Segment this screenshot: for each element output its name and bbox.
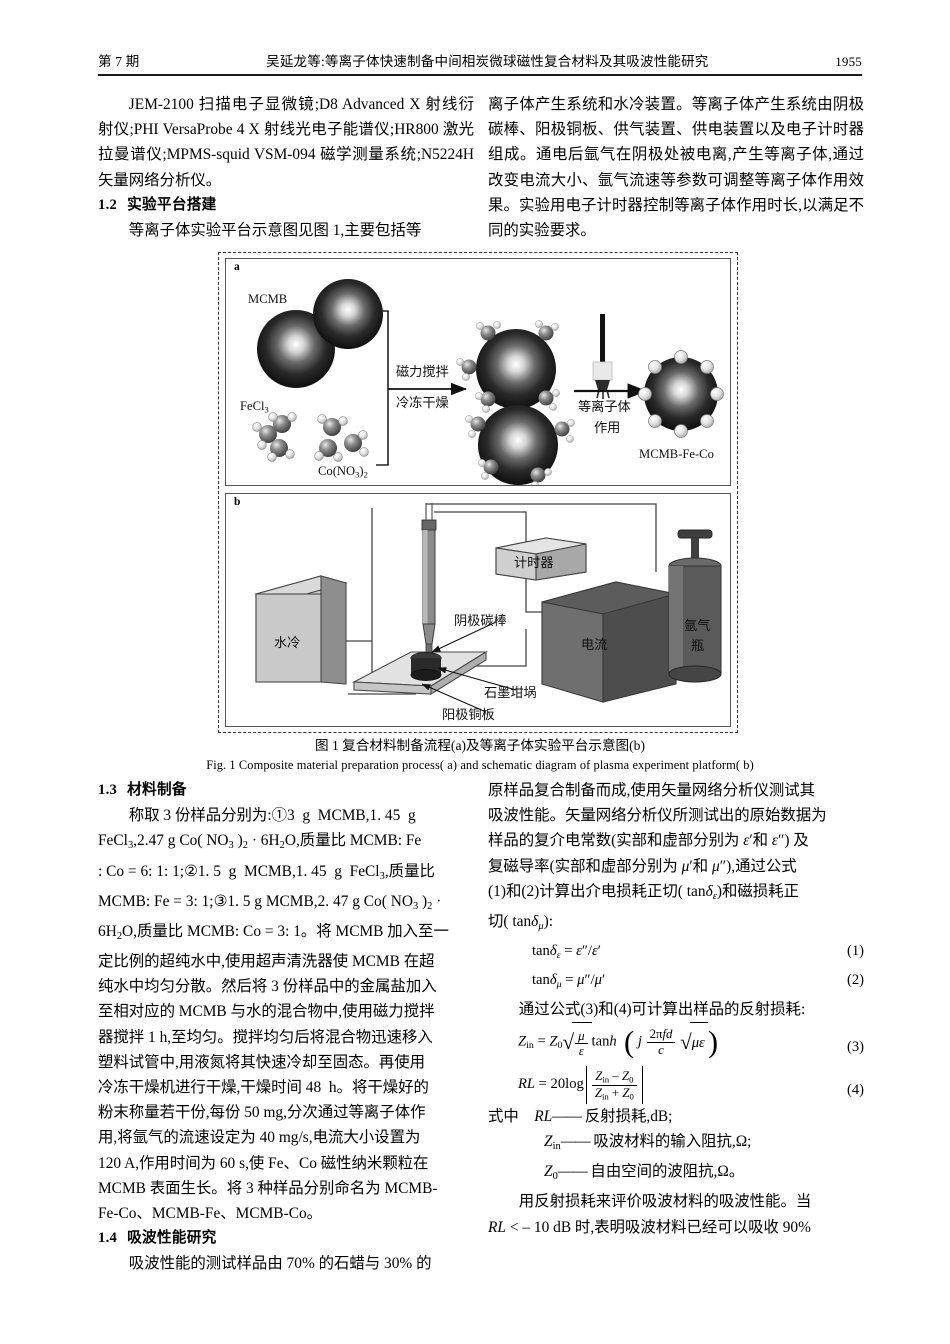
p13-l3: : Co = 6: 1: 1;②1. 5 g MCMB,1. 45 g FeCl…: [98, 862, 435, 882]
equation-2: tanδμ = μ″/μ′ (2): [488, 968, 864, 997]
paragraph-plasma-system: 离子体产生系统和水冷装置。等离子体产生系统由阴极碳棒、阳极铜板、供气装置、供电装…: [488, 96, 864, 240]
label-mcmb-fe-co: MCMB-Fe-Co: [639, 447, 714, 461]
paragraph-1-2: 等离子体实验平台示意图见图 1,主要包括等: [128, 222, 422, 240]
header-rule: [98, 74, 862, 76]
left-column-bottom: 1.3 材料制备 称取 3 份样品分别为:①3 g MCMB,1. 45 g Fe…: [98, 778, 474, 1277]
label-timer: 计时器: [514, 555, 554, 570]
mcmb-fe-co-product: [638, 350, 724, 438]
equation-4-number: (4): [846, 1082, 864, 1099]
right-column-bottom: 原样品复合制备而成,使用矢量网络分析仪测试其 吸波性能。矢量网络分析仪所测试出的…: [488, 778, 864, 1240]
figure-caption-chinese: 图 1 复合材料制备流程(a)及等离子体实验平台示意图(b): [315, 738, 645, 753]
section-title-1-3: 材料制备: [127, 782, 187, 798]
prm-l1: 原样品复合制备而成,使用矢量网络分析仪测试其: [488, 782, 816, 799]
label-graphite-crucible: 石墨坩埚: [484, 685, 537, 700]
section-number-1-2: 1.2: [98, 196, 118, 213]
figure-caption-english: Fig. 1 Composite material preparation pr…: [206, 758, 754, 772]
p13-l12: 粉末称量若干份,每份 50 mg,分次通过等离子体作: [98, 1104, 426, 1122]
paragraph-1-3: 称取 3 份样品分别为:①3 g MCMB,1. 45 g FeCl3,2.47…: [98, 803, 474, 1226]
label-magnetic-stirring: 磁力搅拌: [396, 364, 449, 379]
p13-l8: 至相对应的 MCMB 与水的混合物中,使用磁力搅拌: [98, 1003, 435, 1021]
label-water-cooling: 水冷: [274, 635, 301, 650]
nomenclature-intro: 式中 RL—— 反射损耗,dB;: [488, 1107, 673, 1125]
page-number: 1955: [835, 54, 862, 69]
paragraph-rl-criterion: 用反射损耗来评价吸波材料的吸波性能。当 RL < – 10 dB 时,表明吸波材…: [488, 1189, 864, 1239]
p13-l5: 6H2O,质量比 MCMB: Co = 3: 1。将 MCMB 加入至一: [98, 922, 449, 942]
p13-l1: 称取 3 份样品分别为:①3 g MCMB,1. 45 g: [128, 807, 416, 825]
equation-1-number: (1): [846, 943, 864, 960]
p13-l4: MCMB: Fe = 3: 1;③1. 5 g MCMB,2. 47 g Co(…: [98, 892, 442, 912]
left-column-top: JEM-2100 扫描电子显微镜;D8 Advanced X 射线衍射仪;PHI…: [98, 92, 474, 243]
subfigure-a: a: [225, 258, 731, 486]
p13-l9: 器搅拌 1 h,至均匀。搅拌均匀后将混合物迅速移入: [98, 1028, 433, 1046]
prm-l5: (1)和(2)计算出介电损耗正切( tanδε)和磁损耗正: [488, 882, 799, 902]
p13-l15: MCMB 表面生长。将 3 种样品分别命名为 MCMB-: [98, 1179, 438, 1197]
running-head: 第 7 期 吴延龙等:等离子体快速制备中间相炭微球磁性复合材料及其吸波性能研究 …: [98, 48, 862, 70]
section-number-1-4: 1.4: [98, 1230, 118, 1247]
label-mcmb: MCMB: [248, 292, 288, 306]
mcmb-with-salts: [456, 320, 575, 485]
section-heading-1-3: 1.3 材料制备: [98, 778, 474, 803]
paragraph-instruments: JEM-2100 扫描电子显微镜;D8 Advanced X 射线衍射仪;PHI…: [98, 96, 474, 189]
issue-number: 第 7 期: [98, 54, 140, 69]
prm-l2: 吸波性能。矢量网络分析仪所测试出的原始数据为: [488, 807, 827, 825]
nomenclature-list: 式中 RL—— 反射损耗,dB; Zin—— 吸波材料的输入阻抗,Ω; Z0——…: [488, 1104, 864, 1189]
label-plasma-action-1: 等离子体: [578, 399, 631, 414]
prm-l6: 切( tanδμ):: [488, 912, 553, 932]
paragraph-measurement: 原样品复合制备而成,使用矢量网络分析仪测试其 吸波性能。矢量网络分析仪所测试出的…: [488, 778, 864, 939]
paragraph-eq-intro: 通过公式(3)和(4)可计算出样品的反射损耗:: [518, 1001, 806, 1018]
section-number-1-3: 1.3: [98, 782, 118, 798]
section-heading-1-2: 1.2 实验平台搭建: [98, 193, 474, 218]
equation-2-number: (2): [846, 972, 864, 989]
prm-l4: 复磁导率(实部和虚部分别为 μ′和 μ″),通过公式: [488, 857, 797, 875]
equation-3-number: (3): [846, 1039, 864, 1056]
section-heading-1-4: 1.4 吸波性能研究: [98, 1226, 474, 1251]
label-cono32: Co(NO3)2: [318, 464, 368, 480]
current-supply-box: [541, 581, 677, 703]
label-current: 电流: [581, 637, 608, 652]
label-plasma-action-2: 作用: [594, 420, 621, 435]
running-title: 吴延龙等:等离子体快速制备中间相炭微球磁性复合材料及其吸波性能研究: [266, 54, 709, 69]
prl-l2: RL < – 10 dB 时,表明吸波材料已经可以吸收 90%: [488, 1218, 811, 1236]
label-argon-bottle-2: 瓶: [691, 638, 705, 653]
graphite-crucible: [410, 652, 442, 681]
label-anode-copper-plate: 阳极铜板: [442, 707, 495, 722]
p13-l11: 冷冻干燥机进行干燥,干燥时间 48 h。将干燥好的: [98, 1078, 429, 1096]
timer-box: [495, 537, 587, 581]
p13-l10: 塑料试管中,用液氮将其快速冷却至固态。再使用: [98, 1053, 426, 1071]
p13-l13: 用,将氩气的流速设定为 40 mg/s,电流大小设置为: [98, 1129, 421, 1147]
subfigure-b-graphic: [253, 503, 722, 713]
equation-1: tanδε = ε″/ε′ (1): [488, 939, 864, 968]
subfigure-b-label: b: [234, 496, 241, 508]
p13-l7: 纯水中均匀分散。然后将 3 份样品中的金属盐加入: [98, 978, 437, 996]
plasma-torch-column: [421, 503, 437, 657]
paragraph-1-4: 吸波性能的测试样品由 70% 的石蜡与 30% 的: [128, 1255, 432, 1273]
label-argon-bottle-1: 氩气: [684, 618, 711, 633]
p13-l6: 定比例的超纯水中,使用超声清洗器使 MCMB 在超: [98, 952, 435, 970]
prm-l3: 样品的复介电常数(实部和虚部分别为 ε′和 ε″) 及: [488, 832, 809, 850]
fecl3-molecule: [252, 412, 297, 462]
argon-gas-bottle: [668, 529, 722, 683]
p13-l14: 120 A,作用时间为 60 s,使 Fe、Co 磁性纳米颗粒在: [98, 1154, 429, 1172]
p13-l2: FeCl3,2.47 g Co( NO3 )2 · 6H2O,质量比 MCMB:…: [98, 832, 422, 852]
subfigure-a-graphic: [252, 279, 724, 485]
right-column-top: 离子体产生系统和水冷装置。等离子体产生系统由阴极碳棒、阳极铜板、供气装置、供电装…: [488, 92, 864, 243]
label-freeze-drying: 冷冻干燥: [396, 395, 449, 410]
figure-1-container: a: [218, 252, 738, 733]
nomenclature-z0: Z0—— 自由空间的波阻抗,Ω。: [544, 1163, 745, 1183]
prl-l1: 用反射损耗来评价吸波材料的吸波性能。当: [518, 1193, 812, 1211]
plasma-torch-icon: [592, 314, 613, 399]
section-title-1-2: 实验平台搭建: [127, 196, 217, 213]
section-title-1-4: 吸波性能研究: [127, 1230, 217, 1247]
p13-l16: Fe-Co、MCMB-Fe、MCMB-Co。: [98, 1204, 323, 1222]
label-fecl3: FeCl3: [240, 399, 269, 415]
nomenclature-zin: Zin—— 吸波材料的输入阻抗,Ω;: [544, 1133, 752, 1153]
water-cooling-box: [253, 575, 349, 685]
subfigure-b: b: [225, 493, 731, 727]
label-cathode-rod: 阴极碳棒: [454, 613, 507, 628]
cono32-molecule: [314, 414, 369, 462]
subfigure-a-label: a: [234, 261, 240, 273]
